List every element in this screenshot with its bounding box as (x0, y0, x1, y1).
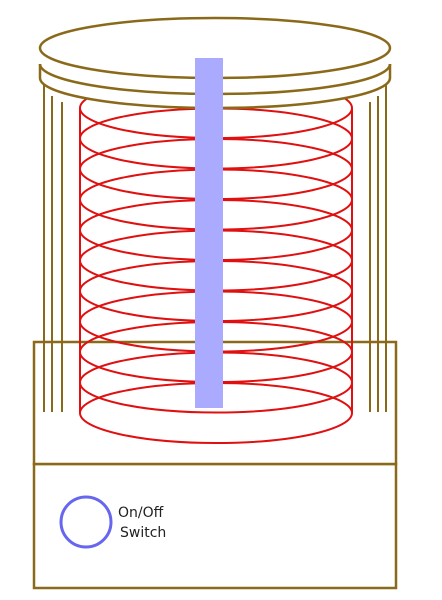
on-off-switch-button[interactable] (59, 495, 113, 549)
support-rods-right (369, 80, 387, 412)
switch-label-line1: On/Off (118, 505, 164, 521)
switch-label-line2: Switch (120, 525, 167, 541)
support-rods-left (43, 80, 63, 412)
core-rod-top (195, 58, 223, 118)
